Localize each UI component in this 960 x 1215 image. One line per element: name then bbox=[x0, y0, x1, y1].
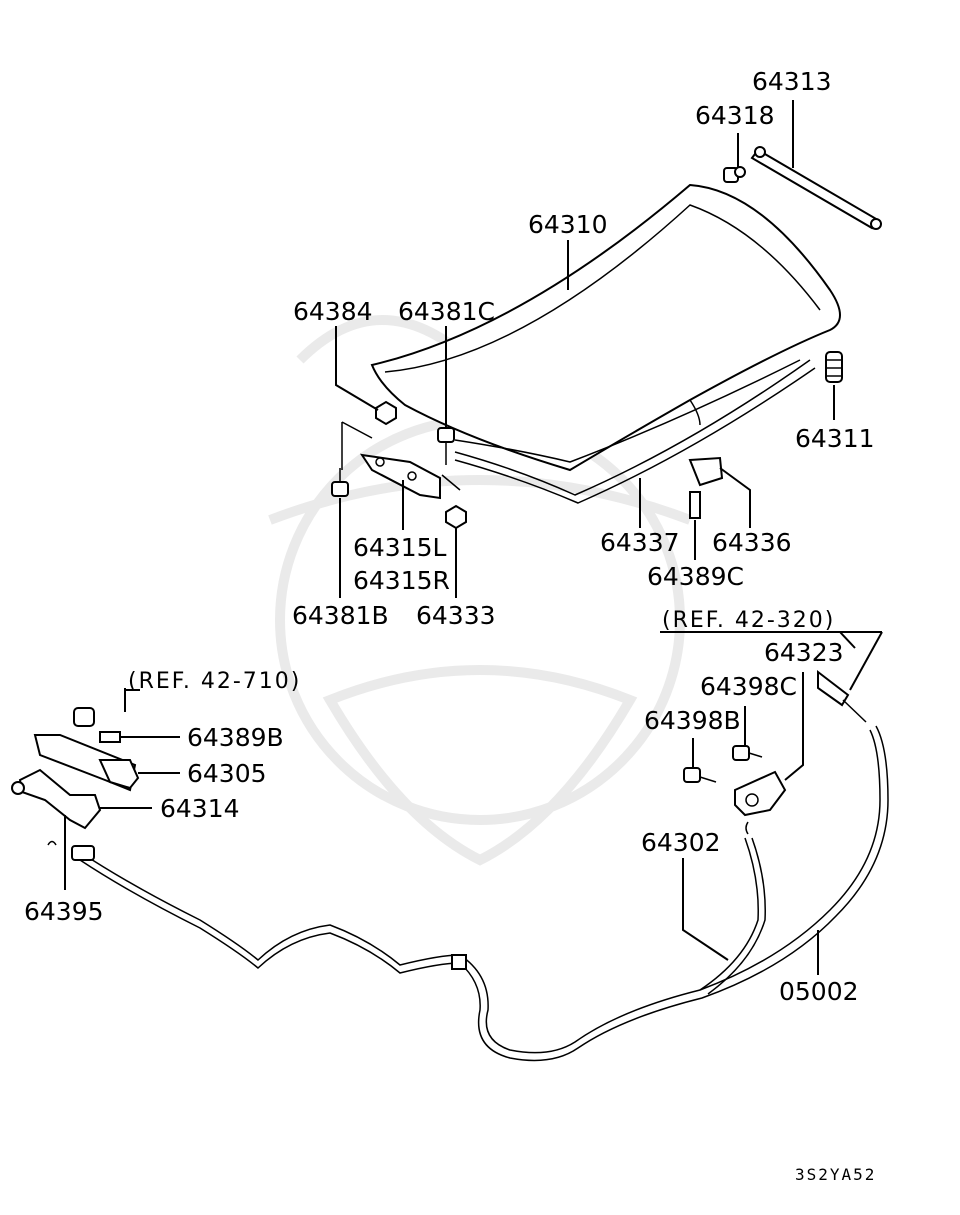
label-ref-42320: (REF. 42-320) bbox=[662, 608, 835, 633]
leader-64323 bbox=[784, 672, 804, 781]
label-64310: 64310 bbox=[528, 210, 608, 239]
hood-support-strut[interactable] bbox=[750, 146, 882, 230]
release-cable[interactable] bbox=[71, 725, 889, 1062]
bolt-64381B[interactable] bbox=[331, 468, 349, 497]
clip-grommet[interactable] bbox=[73, 707, 95, 727]
weatherstrip[interactable] bbox=[454, 359, 816, 504]
bolt-64398B[interactable] bbox=[683, 767, 717, 783]
label-64315R: 64315R bbox=[353, 566, 450, 595]
label-64389B: 64389B bbox=[187, 723, 284, 752]
ref-42320-arrows bbox=[660, 631, 883, 691]
leader-64336 bbox=[719, 467, 751, 528]
label-64389C: 64389C bbox=[647, 562, 744, 591]
hinge-bracket-lines bbox=[341, 421, 461, 491]
hood-bumper[interactable] bbox=[825, 351, 843, 383]
latch-cable[interactable] bbox=[699, 821, 766, 995]
cable-clip[interactable] bbox=[47, 840, 57, 846]
leader-64384 bbox=[335, 326, 379, 411]
label-05002: 05002 bbox=[779, 977, 859, 1006]
label-64381B: 64381B bbox=[292, 601, 389, 630]
label-64398B: 64398B bbox=[644, 706, 741, 735]
label-64302: 64302 bbox=[641, 828, 721, 857]
hood-panel[interactable] bbox=[370, 183, 841, 472]
label-64313: 64313 bbox=[752, 67, 832, 96]
label-64305: 64305 bbox=[187, 759, 267, 788]
hood-latch[interactable] bbox=[734, 770, 787, 817]
hood-lock-link[interactable] bbox=[817, 669, 867, 723]
nut-64384[interactable] bbox=[375, 400, 397, 426]
label-64315L: 64315L bbox=[353, 533, 447, 562]
hood-bracket[interactable] bbox=[688, 456, 724, 487]
bolt-64398C[interactable] bbox=[732, 745, 763, 761]
label-64381C: 64381C bbox=[398, 297, 495, 326]
ball-stud[interactable] bbox=[723, 166, 746, 183]
screw-64389C[interactable] bbox=[689, 491, 701, 519]
label-64398C: 64398C bbox=[700, 672, 797, 701]
label-ref-42710: (REF. 42-710) bbox=[128, 669, 301, 694]
label-64323: 64323 bbox=[764, 638, 844, 667]
hood-hinge[interactable] bbox=[359, 453, 441, 500]
label-64318: 64318 bbox=[695, 101, 775, 130]
label-64333: 64333 bbox=[416, 601, 496, 630]
label-64336: 64336 bbox=[712, 528, 792, 557]
nut-64333[interactable] bbox=[445, 504, 467, 530]
figure-code: 3S2YA52 bbox=[795, 1165, 876, 1184]
label-64314: 64314 bbox=[160, 794, 240, 823]
bolt-64381C[interactable] bbox=[437, 427, 455, 465]
label-64395: 64395 bbox=[24, 897, 104, 926]
label-64384: 64384 bbox=[293, 297, 373, 326]
label-64311: 64311 bbox=[795, 424, 875, 453]
release-handle-bracket[interactable] bbox=[33, 734, 140, 792]
release-handle[interactable] bbox=[11, 768, 102, 830]
label-64337: 64337 bbox=[600, 528, 680, 557]
screw-64389B[interactable] bbox=[99, 731, 121, 743]
leader-64302 bbox=[682, 858, 729, 961]
